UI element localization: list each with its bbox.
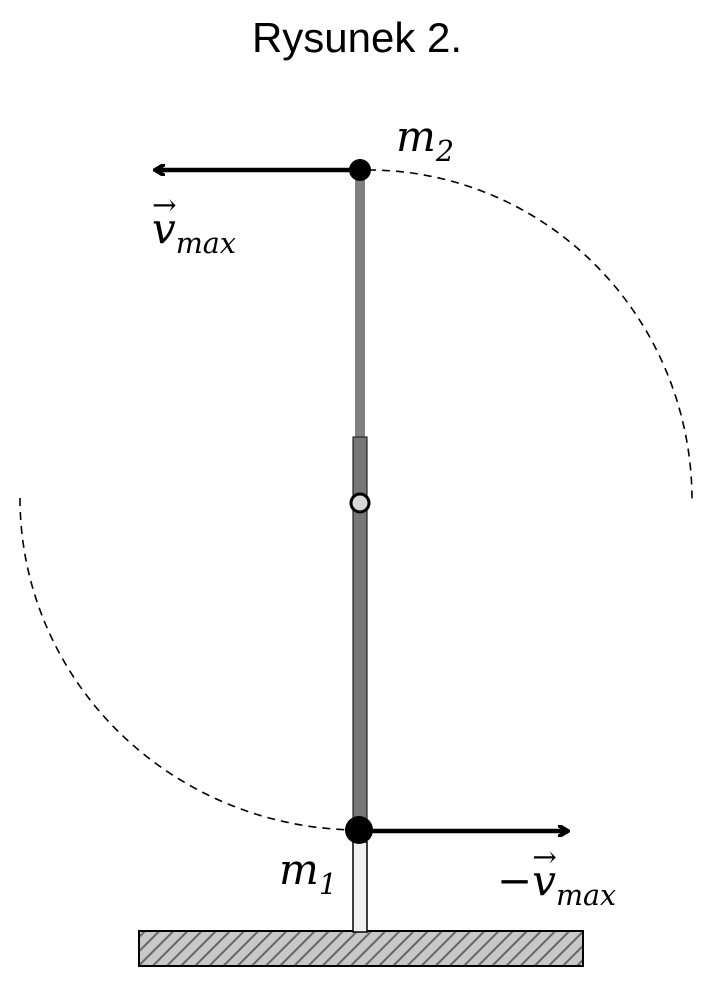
label-mass-top-subscript: 2 bbox=[435, 133, 454, 168]
label-velocity-bottom-prefix: − bbox=[497, 856, 533, 905]
label-velocity-bottom-symbol: v bbox=[532, 856, 556, 905]
support-post bbox=[352, 841, 368, 933]
figure-title: Rysunek 2. bbox=[251, 14, 463, 61]
label-velocity-top-subscript: max bbox=[175, 225, 236, 260]
rod-upper bbox=[355, 172, 365, 440]
vector-v-top: →v bbox=[152, 190, 177, 253]
label-velocity-bottom-subscript: max bbox=[555, 877, 617, 912]
trajectory-arc-bottom bbox=[19, 497, 357, 831]
vector-arrow-icon: → bbox=[152, 187, 177, 222]
label-mass-bottom-subscript: 1 bbox=[318, 866, 337, 901]
label-mass-top-symbol: m bbox=[396, 112, 436, 161]
label-velocity-bottom: −→vmax bbox=[497, 842, 617, 912]
mass-bottom bbox=[345, 816, 373, 844]
pivot-point bbox=[349, 492, 371, 514]
label-mass-top: m2 bbox=[396, 112, 454, 168]
ground-base bbox=[138, 930, 584, 967]
vector-arrow-icon: → bbox=[532, 839, 557, 874]
vector-v-bottom: →v bbox=[532, 842, 557, 905]
label-mass-bottom: m1 bbox=[279, 845, 337, 901]
label-velocity-top-symbol: v bbox=[152, 204, 176, 253]
label-velocity-top: →vmax bbox=[152, 190, 236, 260]
label-mass-bottom-symbol: m bbox=[279, 845, 319, 894]
mass-top bbox=[349, 159, 371, 181]
trajectory-arc-top bbox=[367, 169, 693, 501]
